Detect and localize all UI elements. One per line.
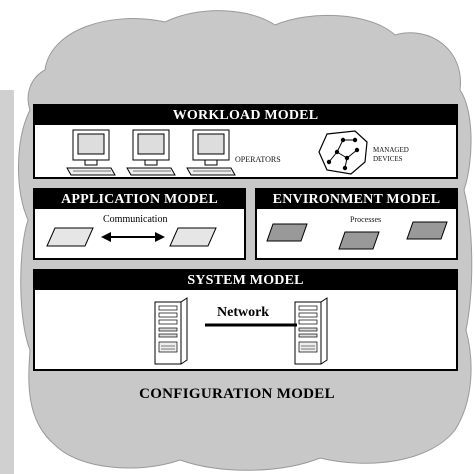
server-icon bbox=[154, 297, 188, 365]
processes-label: Processes bbox=[350, 215, 382, 224]
network-label: Network bbox=[217, 305, 270, 320]
operator-computer-icon bbox=[186, 129, 236, 176]
workload-model-panel: WORKLOAD MODEL bbox=[33, 104, 458, 179]
environment-model-panel: ENVIRONMENT MODEL Processes bbox=[255, 188, 458, 260]
application-model-panel: APPLICATION MODEL Communication bbox=[33, 188, 246, 260]
application-node-left bbox=[46, 227, 94, 247]
system-model-title: SYSTEM MODEL bbox=[35, 271, 456, 290]
application-diagram bbox=[46, 227, 217, 247]
process-node bbox=[338, 231, 380, 250]
environment-model-title: ENVIRONMENT MODEL bbox=[257, 190, 456, 209]
operator-computers bbox=[66, 129, 236, 176]
managed-devices-icon bbox=[318, 130, 368, 175]
operator-computer-icon bbox=[66, 129, 116, 176]
workload-model-title: WORKLOAD MODEL bbox=[35, 106, 456, 125]
managed-devices-label: MANAGED DEVICES bbox=[373, 146, 409, 163]
system-model-panel: SYSTEM MODEL Network bbox=[33, 269, 458, 371]
application-node-right bbox=[169, 227, 217, 247]
environment-diagram bbox=[266, 221, 448, 250]
network-line bbox=[205, 323, 297, 327]
operators-label: OPERATORS bbox=[235, 155, 281, 164]
application-model-title: APPLICATION MODEL bbox=[35, 190, 244, 209]
communication-label: Communication bbox=[103, 214, 168, 225]
process-node bbox=[406, 221, 448, 240]
operator-computer-icon bbox=[126, 129, 176, 176]
server-icon bbox=[294, 297, 328, 365]
configuration-model-title: CONFIGURATION MODEL bbox=[139, 386, 335, 402]
process-node bbox=[266, 223, 308, 242]
